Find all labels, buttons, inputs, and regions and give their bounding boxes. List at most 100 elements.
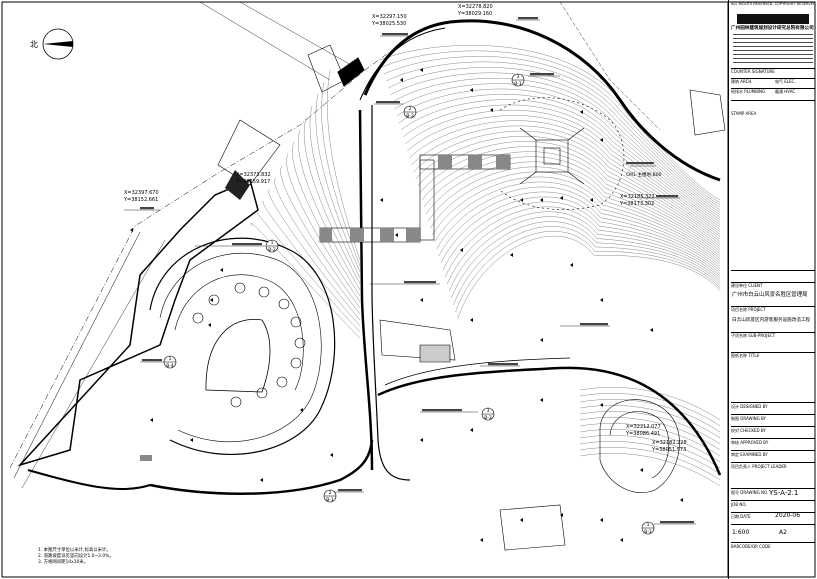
contour-line <box>457 236 721 320</box>
section-marker-6[interactable]: 3 B-3 <box>481 407 495 421</box>
tree-mark <box>210 298 213 302</box>
contour-line <box>411 125 721 237</box>
contour-line <box>436 186 721 267</box>
project-name: 白云山风景区内游客服务设施改造工程 <box>732 318 811 323</box>
coord-x-4: X=32397.670 <box>124 190 159 196</box>
contour-line <box>292 141 361 297</box>
section-markers: 3 B-1 2 B-3 1 B-2 1 B-4 2 B-1 3 B-3 1 B-… <box>163 73 655 535</box>
role-approved: 审核 APPROVED BY <box>731 440 769 445</box>
contour-line <box>438 191 721 269</box>
section-marker-6-sheet: B-3 <box>484 415 492 421</box>
subproject-label: 子项名称 SUB-PROJECT <box>731 333 776 338</box>
contour-line <box>430 171 721 259</box>
contour-line <box>402 104 721 228</box>
contour-line <box>321 81 361 267</box>
section-marker-1-num: 3 <box>517 74 520 80</box>
section-marker-5[interactable]: 2 B-1 <box>323 489 337 503</box>
project-label: 项目名称 PROJECT <box>731 307 766 312</box>
tree-mark <box>520 198 523 202</box>
coord-y-1: Y=38025.530 <box>371 21 406 27</box>
section-marker-3-num: 1 <box>271 240 274 246</box>
section-marker-3[interactable]: 1 B-2 <box>265 239 279 253</box>
coordinate-labels: X=32297.150 Y=38025.530 X=32278.820 Y=38… <box>123 4 687 453</box>
section-marker-1-sheet: B-1 <box>514 81 522 87</box>
contour-line <box>426 161 721 255</box>
tree-mark <box>520 518 523 522</box>
section-marker-2[interactable]: 2 B-3 <box>403 105 417 119</box>
coord-y-3: Y=38159.917 <box>235 179 270 185</box>
section-marker-7[interactable]: 1 B-1 <box>641 521 655 535</box>
tree-mark <box>560 513 563 517</box>
coord-y-4: Y=38152.661 <box>123 197 158 203</box>
tree-mark <box>620 538 623 542</box>
contour-line <box>390 72 721 213</box>
section-marker-2-sheet: B-3 <box>406 113 414 119</box>
coord-y-6: Y=38086.491 <box>625 431 660 437</box>
section-marker-4-num: 1 <box>169 356 172 362</box>
role-checked: 校对 CHECKED BY <box>731 428 766 433</box>
tree-mark <box>470 88 473 92</box>
general-notes: 1. 本图尺寸单位以米计,标高以米计。 2. 道路坡度详见竖向设计1.0~3.0… <box>38 548 114 566</box>
tree-marks <box>130 68 683 542</box>
coord-y-5: Y=38173.302 <box>619 201 654 207</box>
role-examined: 审定 EXAMINED BY <box>731 452 768 457</box>
contour-line <box>268 189 361 321</box>
section-marker-4[interactable]: 1 B-4 <box>163 355 177 369</box>
coord-y-2: Y=38029.160 <box>457 11 492 17</box>
role-drawing: 制图 DRAWING BY <box>731 416 766 421</box>
contour-line <box>400 99 721 225</box>
job-no-label: JOB NO. <box>731 502 747 507</box>
section-marker-2-num: 2 <box>409 106 412 112</box>
company-logo <box>737 14 809 24</box>
right-building <box>379 89 726 551</box>
tree-mark <box>470 318 473 322</box>
site-boundary-lines <box>9 1 661 489</box>
section-marker-1[interactable]: 3 B-1 <box>511 73 525 87</box>
tree-mark <box>570 263 573 267</box>
coord-x-7: X=32182.228 <box>652 440 687 446</box>
tree-mark <box>380 198 383 202</box>
tree-mark <box>600 518 603 522</box>
title-label: 图纸名称 TITLE <box>731 353 760 358</box>
client-name: 广州市白云山风景名胜区管理局 <box>732 292 808 298</box>
tree-mark <box>420 298 423 302</box>
contour-line <box>579 441 721 475</box>
north-label: 北 <box>30 40 38 49</box>
tree-mark <box>460 248 463 252</box>
title-block: ALL RIGHTS RESERVED, COPYRIGHT RESERVED … <box>728 0 817 579</box>
contour-line <box>392 78 721 215</box>
tree-mark <box>420 438 423 442</box>
contour-line <box>250 223 361 339</box>
tree-mark <box>600 138 603 142</box>
contour-line <box>432 176 721 262</box>
contour-line <box>440 196 721 272</box>
counter-signature-label: COUNTER SIGNATURE <box>731 69 775 74</box>
copyright-notice: ALL RIGHTS RESERVED, COPYRIGHT RESERVED <box>731 2 816 6</box>
tree-mark <box>330 453 333 457</box>
contour-line <box>579 411 721 445</box>
contour-line <box>579 447 721 481</box>
section-marker-4-sheet: B-4 <box>166 363 174 369</box>
tree-mark <box>420 68 423 72</box>
contour-line <box>262 201 361 327</box>
tree-mark <box>260 478 263 482</box>
discipline-arch: 建筑 ARCH. <box>731 79 753 84</box>
leader-annotations <box>124 17 696 525</box>
north-arrow: 北 <box>30 28 74 60</box>
contour-line <box>579 417 721 451</box>
contour-line <box>423 156 721 252</box>
tree-mark <box>400 78 403 82</box>
tree-mark <box>680 498 683 502</box>
coord-x-6: X=32212.077 <box>626 424 661 430</box>
tree-mark <box>600 403 603 407</box>
tree-mark <box>580 110 583 114</box>
barcode-label: BARCODE/QR CODE <box>731 544 771 549</box>
company-name: 广州园林建筑规划设计研究总院有限公司 <box>731 26 814 31</box>
tree-mark <box>510 253 513 257</box>
coord-x-1: X=32297.150 <box>372 14 407 20</box>
plaza-columns <box>192 282 306 408</box>
note-line-3: 3. 方格网间距10x10米。 <box>38 560 89 565</box>
contour-line <box>409 120 721 235</box>
section-marker-6-num: 3 <box>487 408 490 414</box>
